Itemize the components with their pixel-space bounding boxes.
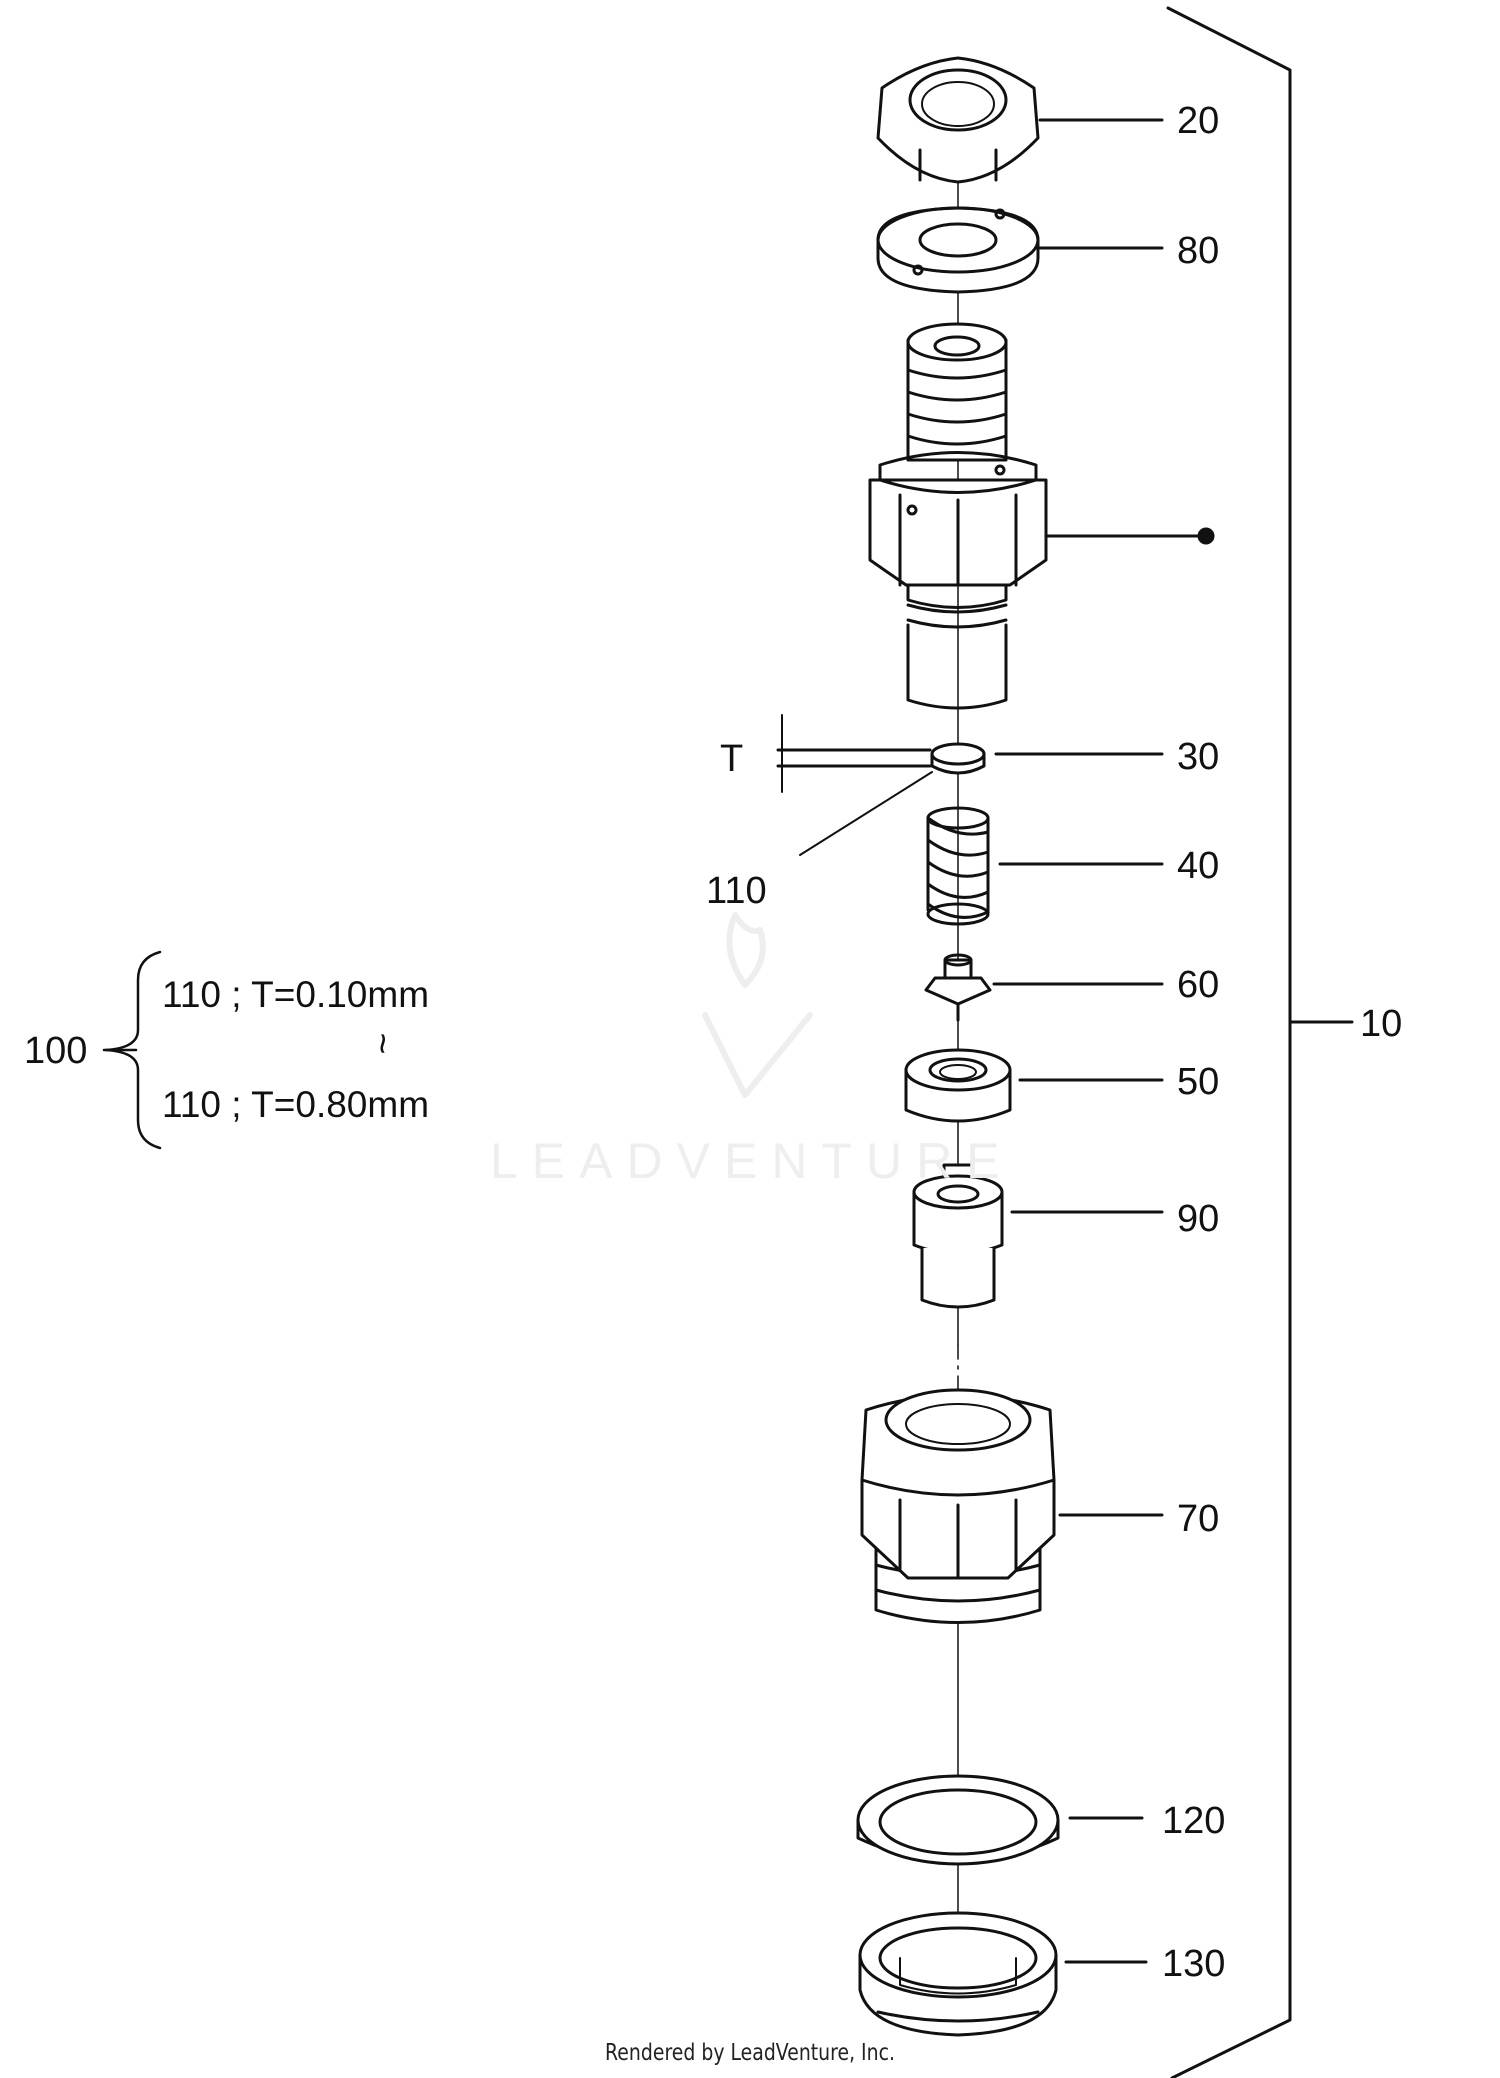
part-70-retaining-nut [860,1388,1056,1624]
callout-50: 50 [1177,1061,1220,1103]
watermark-logo [702,912,813,1098]
part-120-gasket [856,1774,1060,1866]
callout-130: 130 [1162,1943,1226,1985]
callout-110: 110 [706,870,767,912]
shim-note-max: 110 ; T=0.80mm [162,1084,430,1125]
shim-note-min: 110 ; T=0.10mm [162,974,430,1015]
part-60-valve [924,953,992,1022]
callout-120: 120 [1162,1800,1226,1842]
assembly-bracket [1166,6,1292,2078]
callout-60: 60 [1177,964,1220,1006]
callout-40: 40 [1177,845,1220,887]
part-40-spring [926,806,990,926]
callout-80: 80 [1177,230,1220,272]
part-90-nozzle [912,1163,1004,1309]
render-credit: Rendered by LeadVenture, Inc. [605,2040,895,2066]
callout-90: 90 [1177,1198,1220,1240]
part-130-seal-cup [858,1911,1058,2037]
part-80-washer [876,206,1040,294]
part-30-shim [930,742,986,775]
shim-note-range-mark: ~ [362,1032,404,1055]
watermark-text: LEADVENTURE [490,1133,1014,1189]
callout-20: 20 [1177,100,1220,142]
leader-110 [799,771,933,856]
callout-10: 10 [1360,1003,1403,1045]
callout-30: 30 [1177,736,1220,778]
holder-leader-dot [1197,527,1215,545]
callout-70: 70 [1177,1498,1220,1540]
callout-100: 100 [24,1030,88,1072]
callout-t: T [720,738,744,780]
part-holder-body [868,322,1048,710]
part-50-seat [904,1048,1012,1123]
part-20-hex-nut [876,56,1040,184]
